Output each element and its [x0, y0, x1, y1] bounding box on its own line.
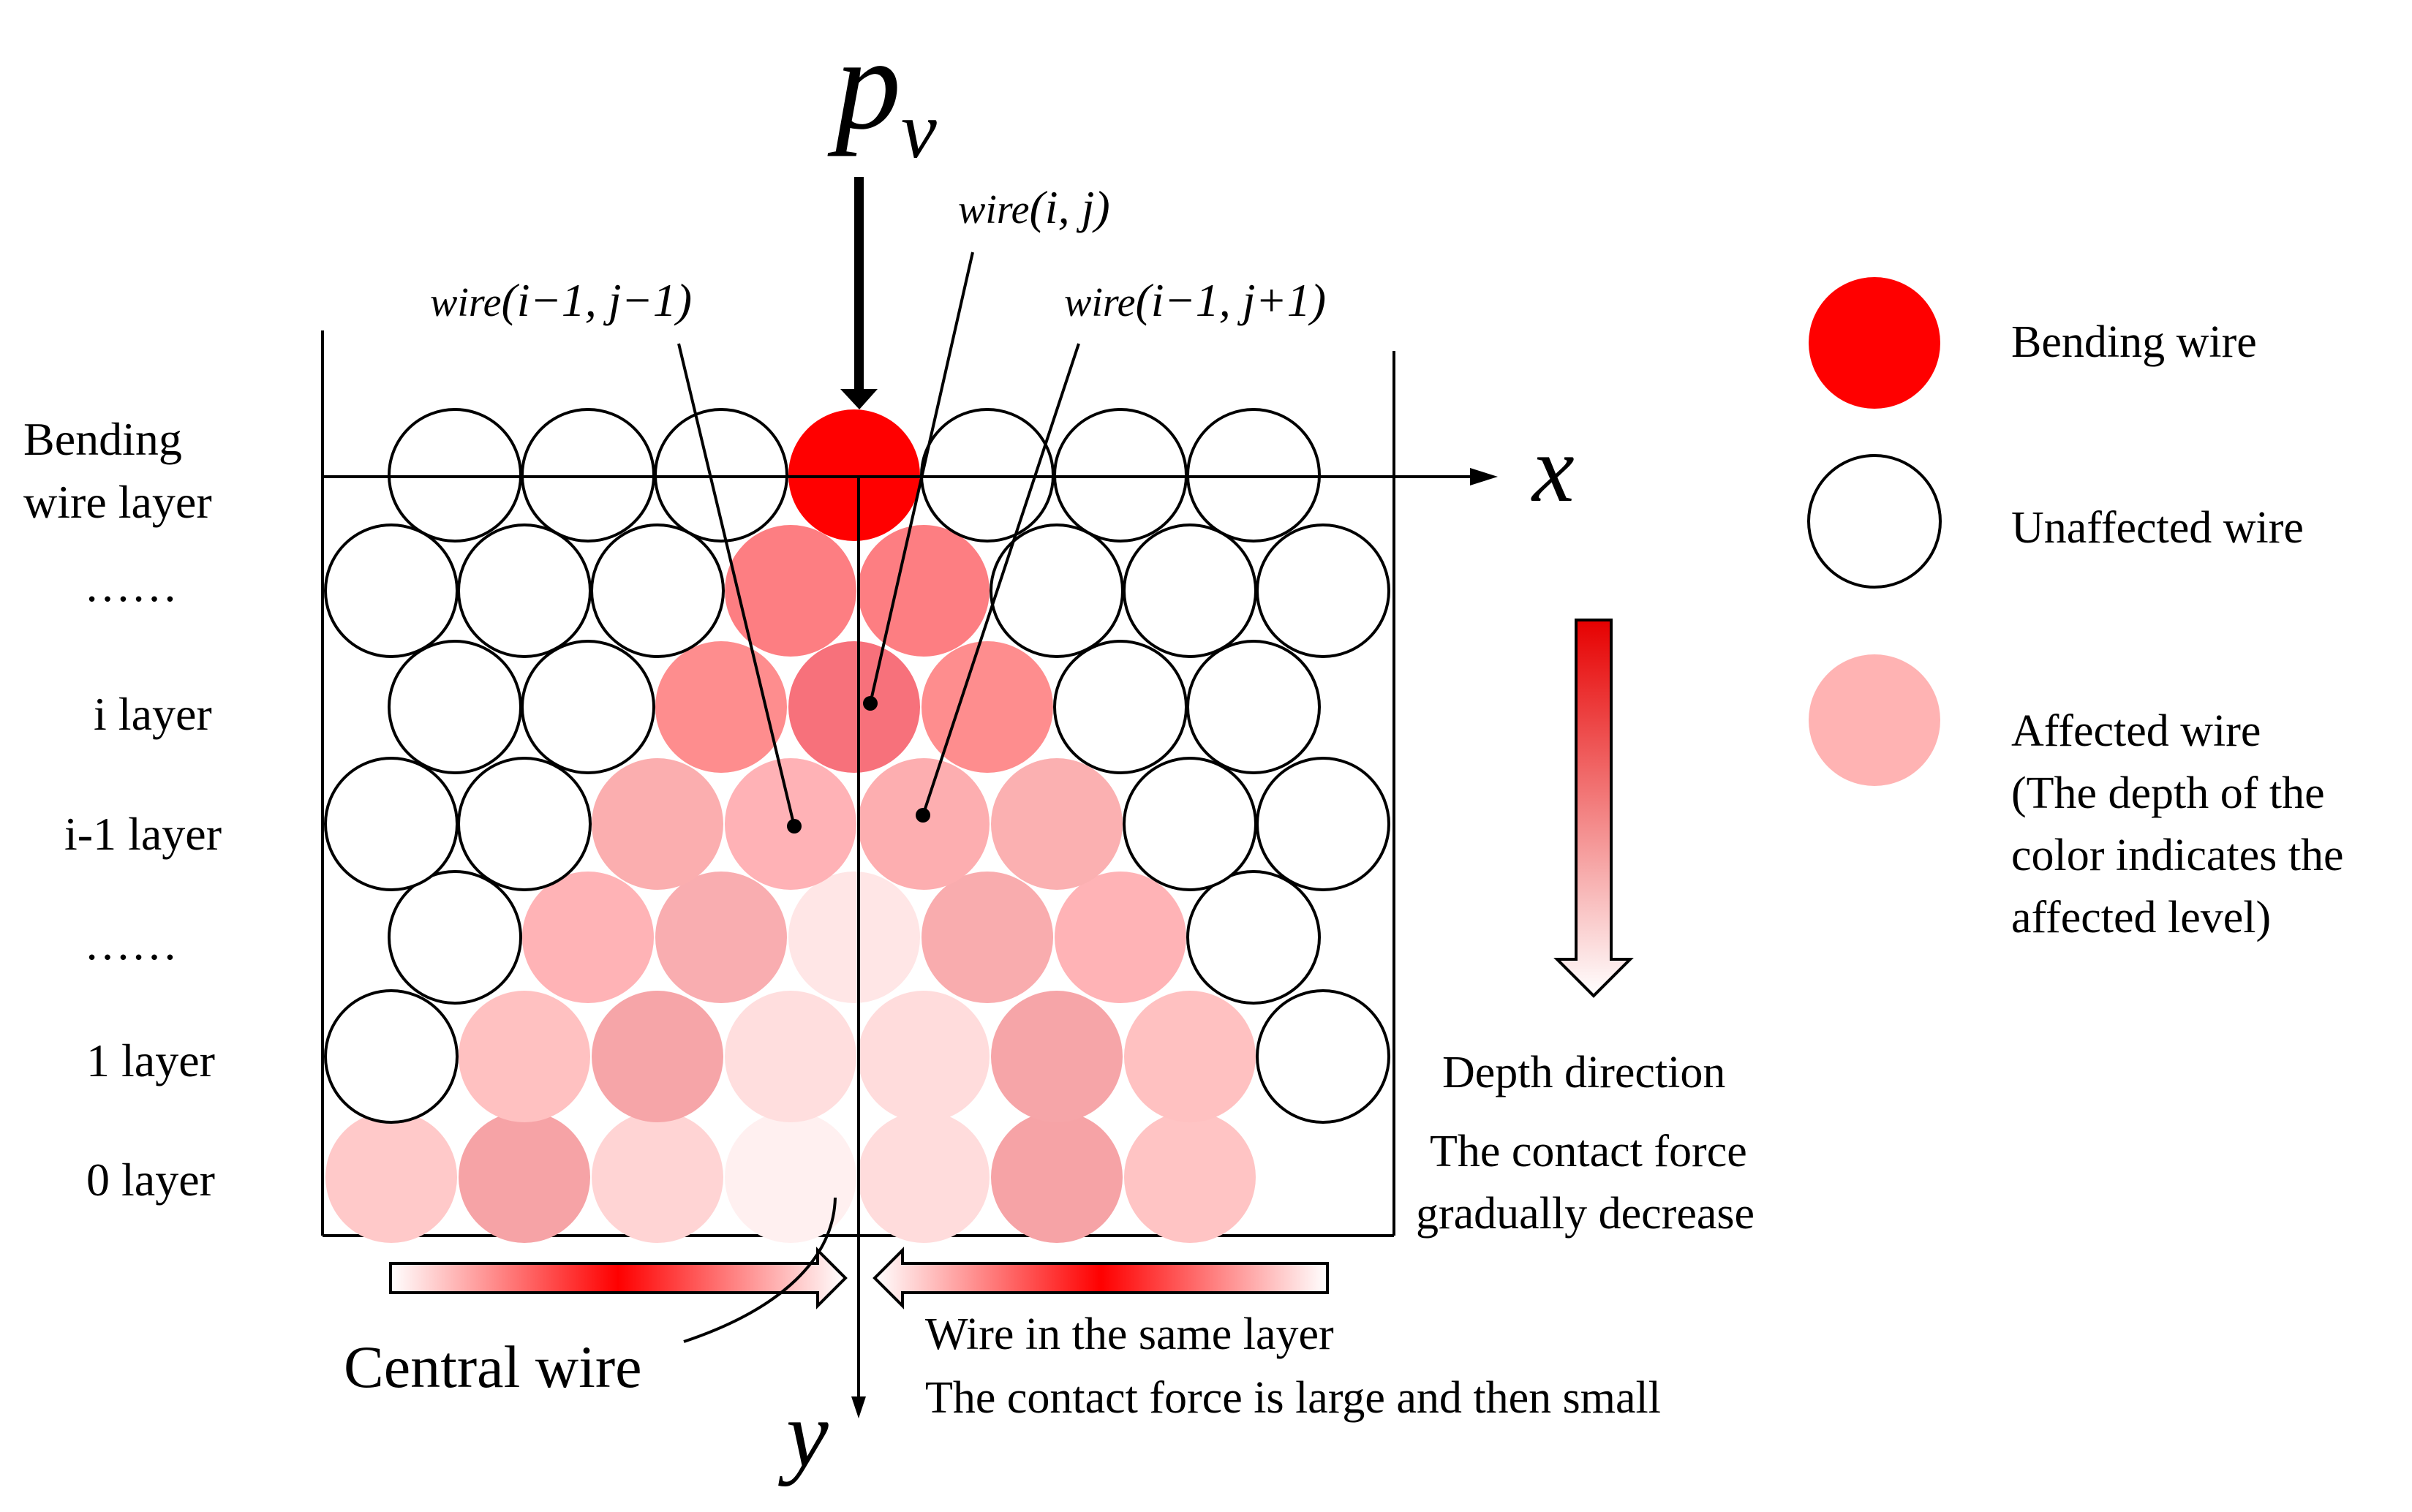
same-layer-arrow-left: [389, 1247, 848, 1309]
legend-unaffected-label: Unaffected wire: [2011, 503, 2304, 553]
affected-wire: [592, 1111, 723, 1243]
wire-label-im1-jm1: wire(i−1, j−1): [430, 274, 692, 326]
affected-wire: [655, 872, 787, 1003]
legend-affected-label-2: (The depth of the: [2011, 768, 2325, 818]
wire-label-im1-jm1-args: (i−1, j−1): [501, 274, 692, 326]
affected-wire: [325, 1111, 457, 1243]
unaffected-wire: [990, 523, 1124, 658]
affected-wire: [655, 641, 787, 773]
unaffected-wire: [324, 989, 459, 1124]
legend-unaffected-swatch: [1807, 454, 1942, 589]
load-label-sub: v: [901, 86, 937, 175]
affected-wire: [592, 758, 723, 890]
wire-label-im1-jm1-func: wire: [430, 280, 501, 325]
affected-wire: [922, 872, 1053, 1003]
contact-force-label-2: gradually decrease: [1416, 1189, 1755, 1239]
x-axis-label: x: [1531, 417, 1575, 522]
affected-wire: [592, 991, 723, 1122]
affected-wire: [991, 991, 1123, 1122]
affected-wire: [858, 1111, 990, 1243]
layer-label-i-minus-1: i-1 layer: [64, 808, 222, 860]
leader-dots: [787, 696, 930, 834]
layer-label-one: 1 layer: [86, 1035, 215, 1086]
wire-label-im1-jp1-func: wire: [1064, 280, 1135, 325]
leader-lines: [677, 252, 1080, 827]
affected-wire: [522, 872, 654, 1003]
load-label: pv: [827, 11, 937, 175]
legend-affected-label-4: affected level): [2011, 893, 2271, 942]
affected-wire: [858, 525, 990, 657]
wire-label-ij: wire(i, j): [958, 181, 1110, 233]
affected-wire: [459, 991, 590, 1122]
layer-label-zero: 0 layer: [86, 1154, 215, 1206]
load-label-base: p: [827, 11, 901, 156]
y-axis-label: y: [778, 1382, 829, 1487]
affected-wire: [1124, 991, 1256, 1122]
affected-wire: [1124, 1111, 1256, 1243]
unaffected-wire: [521, 640, 655, 774]
unaffected-wire: [1256, 757, 1390, 891]
same-layer-label-2: The contact force is large and then smal…: [925, 1373, 1661, 1423]
affected-wire: [922, 641, 1053, 773]
wire-label-im1-jp1: wire(i−1, j+1): [1064, 274, 1326, 326]
wire-grid: [324, 408, 1390, 1243]
unaffected-wire: [388, 640, 522, 774]
unaffected-wire: [1123, 523, 1257, 658]
affected-wire: [725, 991, 856, 1122]
legend-affected-label-3: color indicates the: [2011, 831, 2344, 880]
affected-wire: [991, 758, 1123, 890]
same-layer-arrow-right: [873, 1247, 1329, 1309]
wire-label-im1-jp1-args: (i−1, j+1): [1135, 274, 1326, 326]
affected-wire: [858, 758, 990, 890]
legend-swatches: [1807, 277, 1942, 786]
legend-bending-swatch: [1809, 277, 1940, 409]
affected-wire: [725, 1111, 856, 1243]
unaffected-wire: [324, 757, 459, 891]
unaffected-wire: [388, 870, 522, 1005]
legend-affected-label-1: Affected wire: [2011, 706, 2261, 756]
unaffected-wire: [457, 757, 592, 891]
unaffected-wire: [590, 523, 725, 658]
wire-label-ij-args: (i, j): [1029, 181, 1109, 233]
central-wire-label: Central wire: [344, 1334, 642, 1400]
wire-label-ij-func: wire: [958, 187, 1029, 233]
affected-wire: [788, 641, 920, 773]
y-axis: [851, 477, 866, 1418]
unaffected-wire: [1186, 870, 1321, 1005]
layer-label-dots-mid: ……: [84, 918, 178, 969]
affected-wire: [858, 991, 990, 1122]
affected-wire: [459, 1111, 590, 1243]
layer-label-bending-2: wire layer: [23, 476, 212, 528]
load-arrow: [840, 177, 878, 409]
unaffected-wire: [1053, 640, 1188, 774]
layer-label-dots-top: ……: [84, 559, 178, 611]
depth-direction-label: Depth direction: [1442, 1048, 1725, 1097]
affected-wire: [991, 1111, 1123, 1243]
contact-force-label-1: The contact force: [1430, 1127, 1747, 1176]
same-layer-label-1: Wire in the same layer: [925, 1309, 1334, 1359]
unaffected-wire: [324, 523, 459, 658]
x-axis: [323, 468, 1498, 485]
unaffected-wire: [1123, 757, 1257, 891]
unaffected-wire: [1186, 640, 1321, 774]
unaffected-wire: [457, 523, 592, 658]
layer-label-i: i layer: [94, 688, 212, 740]
affected-wire: [788, 872, 920, 1003]
affected-wire: [1055, 872, 1186, 1003]
layer-labels: Bending wire layer …… i layer i-1 layer …: [23, 413, 222, 1206]
legend-bending-label: Bending wire: [2011, 317, 2257, 367]
legend: Bending wire Unaffected wire Affected wi…: [1807, 277, 2344, 942]
central-wire-pointer: [683, 1197, 837, 1343]
depth-arrow: [1553, 619, 1634, 998]
unaffected-wire: [1256, 523, 1390, 658]
affected-wire: [725, 525, 856, 657]
unaffected-wire: [1256, 989, 1390, 1124]
layer-label-bending-1: Bending: [23, 413, 182, 465]
legend-affected-swatch: [1809, 654, 1940, 786]
